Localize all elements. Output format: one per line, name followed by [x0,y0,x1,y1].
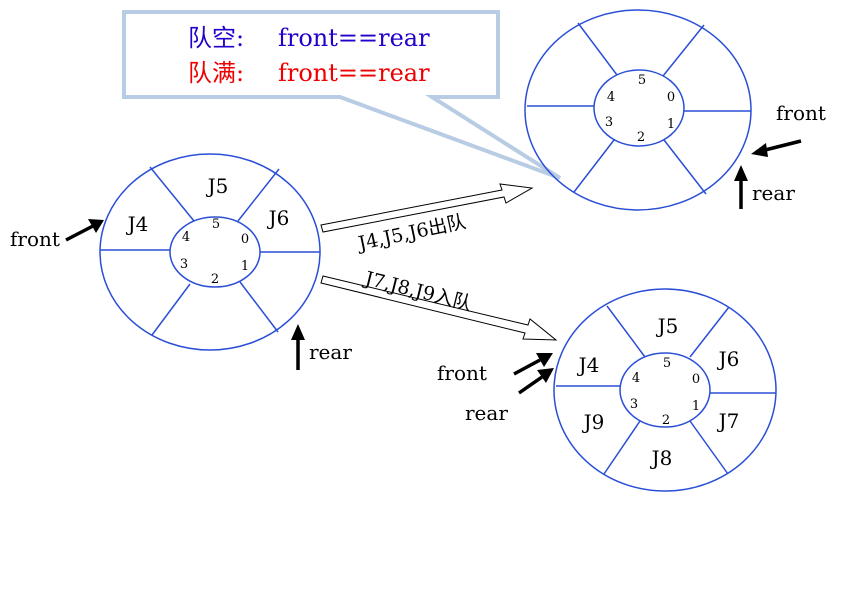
dequeue-arrow [320,183,534,233]
queue-right-index: 2 [637,130,645,145]
queue-bottom-slot: J5 [656,314,679,338]
queue-left-index: 0 [241,232,249,247]
queue-left-index: 5 [212,217,220,232]
queue-bottom-divider [689,420,729,475]
queue-bottom-index: 1 [692,399,700,414]
queue-right-pointers [734,139,802,209]
queue-right [524,9,752,211]
full-condition: front==rear [278,59,430,87]
queue-left-index: 1 [241,259,249,274]
enqueue-transition: J7,J8,J9入队 [320,267,558,341]
queue-bottom-slot: J9 [582,410,605,434]
queue-bottom [553,288,777,492]
queue-bottom-labels: J5 J6 J7 J8 J9 J4 0 1 2 3 4 5 front rear [437,314,739,470]
rear-pointer-arrowhead [734,165,748,181]
queue-right-inner-ring [593,69,685,147]
queue-bottom-slot: J4 [577,353,600,377]
queue-bottom-index: 3 [630,397,638,412]
front-pointer-arrowhead [751,143,768,157]
queue-bottom-outer-ring [553,288,777,492]
queue-right-index: 1 [667,117,675,132]
queue-left-index: 4 [182,230,190,245]
queue-right-index: 4 [607,90,615,105]
queue-left-rear-label: rear [309,340,352,364]
queue-left-front-label: front [10,227,60,251]
enqueue-label: J7,J8,J9入队 [361,267,474,315]
queue-right-divider [573,139,615,193]
queue-bottom-slot: J8 [650,446,673,470]
queue-right-outer-ring [524,9,752,211]
queue-left-divider [239,281,279,333]
queue-bottom-inner-ring [619,352,711,428]
queue-right-rear-label: rear [752,181,795,205]
queue-bottom-index: 5 [663,356,671,371]
queue-left-index: 2 [211,272,219,287]
front-pointer-arrowhead [88,219,104,233]
queue-bottom-front-label: front [437,361,487,385]
callout-bubble [122,10,562,180]
front-pointer-arrow [65,224,94,242]
empty-label: 队空: [188,24,244,52]
rear-pointer-arrowhead [537,368,554,383]
rear-pointer-arrow [518,375,543,395]
queue-bottom-index: 2 [662,413,670,428]
queue-bottom-divider [603,420,641,475]
queue-left-divider [149,166,195,222]
queue-bottom-divider [689,306,730,358]
queue-left-divider [237,168,280,222]
queue-right-index: 0 [667,90,675,105]
front-pointer-arrow [513,358,541,376]
callout: 队空: front==rear 队满: front==rear [122,10,562,180]
queue-left-divider [151,283,191,336]
queue-bottom-divider [606,305,646,358]
queue-left-labels: J5 J6 J4 0 1 2 3 4 5 front rear [10,174,352,364]
dequeue-transition: J4,J5,J6出队 [320,183,534,255]
front-pointer-arrow [764,139,802,152]
queue-bottom-slot: J7 [717,409,740,433]
queue-right-labels: 0 1 2 3 4 5 front rear [605,73,826,205]
queue-right-divider [662,24,705,77]
queue-right-index: 5 [638,73,646,88]
queue-left-slot: J4 [126,212,149,236]
front-pointer-arrowhead [536,353,553,367]
queue-bottom-slot: J6 [717,347,740,371]
queue-right-front-label: front [776,101,826,125]
queue-bottom-pointers [513,353,554,395]
queue-bottom-index: 0 [692,372,700,387]
queue-bottom-index: 4 [632,371,640,386]
queue-left-slot: J5 [206,174,229,198]
queue-bottom-rear-label: rear [465,401,508,425]
queue-left-slot: J6 [267,206,290,230]
queue-left-pointers [65,219,305,370]
queue-right-index: 3 [605,115,613,130]
queue-right-divider [577,22,618,76]
enqueue-arrow [320,275,558,341]
full-label: 队满: [188,59,244,87]
queue-left [99,153,321,351]
queue-left-index: 3 [180,257,188,272]
queue-right-divider [663,139,707,195]
empty-condition: front==rear [278,24,430,52]
rear-pointer-arrowhead [291,324,305,340]
